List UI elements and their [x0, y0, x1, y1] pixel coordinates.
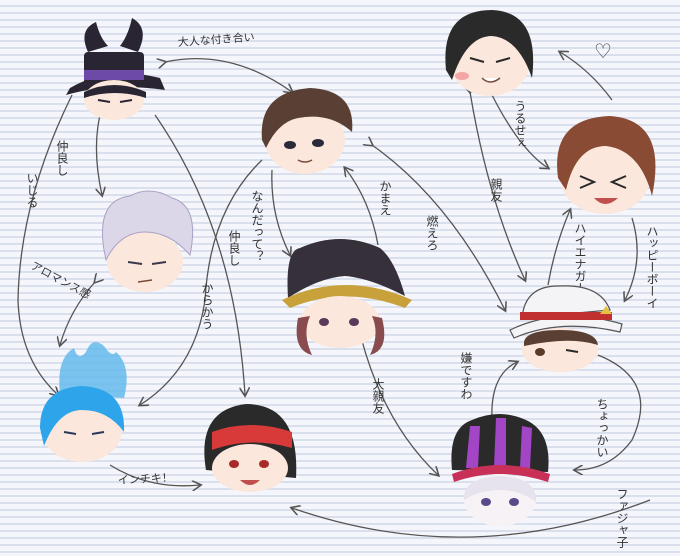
character-dark-hair-blush [445, 10, 534, 96]
label-kamae: かまえ [378, 180, 392, 216]
character-white-fedora [509, 285, 623, 372]
character-curly-hair [557, 116, 656, 214]
label-nandatte: なんだって？ [250, 190, 264, 262]
label-nakayoshi-left: 仲良し [55, 140, 69, 176]
character-jester-hat [451, 414, 550, 526]
character-horned-hat [66, 18, 165, 120]
label-chokkai: ちょっかい [595, 398, 609, 458]
label-ijiru: いじる [25, 172, 39, 208]
label-inchiki: インチキ！ [117, 471, 173, 487]
character-brown-hair [261, 88, 353, 174]
label-moero: 燃えろ [425, 214, 439, 251]
label-fa-ja-ko: ファジャ子 [615, 488, 629, 548]
heart-icon: ♡ [594, 39, 612, 63]
character-blue-flame [40, 342, 127, 462]
relationship-arrows [17, 52, 651, 538]
label-iya-desuwa: 嫌ですわ [459, 352, 473, 400]
label-happy-boy: ハッピーボーイ [645, 225, 659, 309]
label-shinyu: 親友 [489, 178, 503, 202]
label-hyena-girl: ハイエナガール [573, 222, 587, 306]
character-pirate-hat [282, 239, 412, 355]
character-silver-hair [102, 190, 194, 292]
label-urusai: うるせぇ [513, 100, 527, 148]
character-red-headscarf [204, 404, 297, 492]
label-romance: アロマンス感 [29, 259, 93, 301]
label-nakayoshi-mid: 仲良し [227, 230, 241, 266]
label-daishinyu: 大親友 [371, 378, 385, 414]
label-karakau: からかう [200, 282, 214, 330]
label-otona: 大人な付き合い [177, 30, 255, 49]
